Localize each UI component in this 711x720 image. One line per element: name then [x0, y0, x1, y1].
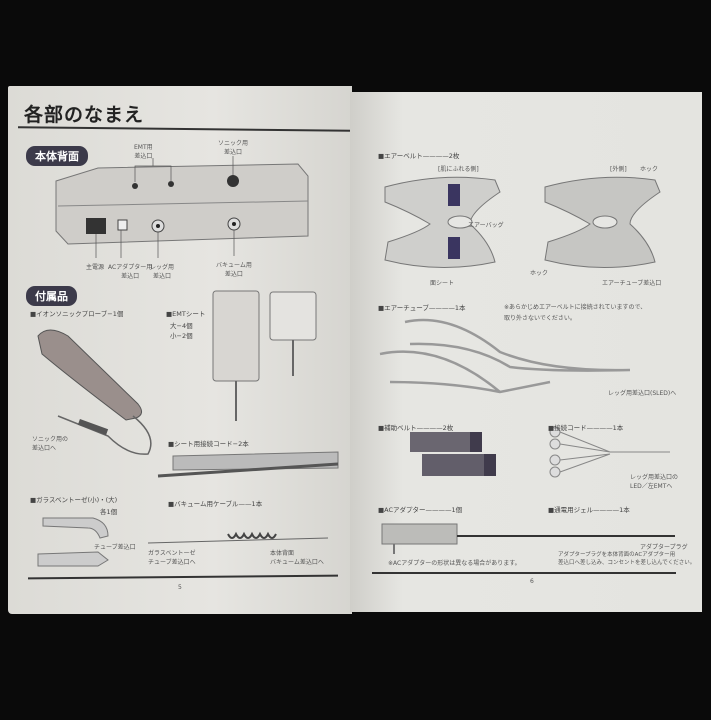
item-vacuum-cable: ■バキューム用ケーブル——1本 — [168, 500, 263, 508]
plug-note: アダプタープラグを本体背面のACアダプター用 差込口へ差し込み、コンセントを差し… — [558, 552, 696, 566]
page-number: 6 — [530, 578, 534, 585]
hook-bottom-label: ホック — [530, 270, 549, 277]
item-aux-belt: ■補助ベルト————2枚 — [378, 424, 454, 432]
gel-sheet-label: 面シート — [430, 280, 455, 287]
left-page: 各部のなまえ 本体背面 EMT用 差込口 ソニック用 差込口 主電源 ACアダプ… — [8, 86, 353, 614]
label-power: 主電源 — [86, 264, 105, 271]
page-title: 各部のなまえ — [24, 104, 145, 126]
vacuum-note-right: 本体背面 バキューム差込口へ — [270, 550, 324, 566]
tube-end-label: レッグ用差込口(SLED)へ — [608, 390, 677, 397]
item-probe: ■イオンソニックプローブ−1個 — [30, 310, 124, 318]
probe-illustration — [37, 290, 339, 567]
air-bag-label: エアーバッグ — [468, 222, 504, 229]
adapter-plug-label: アダプタープラグ — [640, 544, 688, 551]
label-emt-port: EMT用 差込口 — [134, 144, 153, 160]
air-belt-illustration — [379, 176, 675, 554]
item-glass: ■ガラスベントーゼ(小)・(大) — [30, 496, 118, 504]
probe-note: ソニック用の 差込口へ — [32, 436, 69, 452]
section-back-heading: 本体背面 — [26, 146, 88, 166]
skin-side-label: [肌にふれる側] — [438, 166, 479, 173]
section-accessories-heading: 付属品 — [26, 286, 77, 306]
hook-top-label: ホック — [640, 166, 659, 173]
label-vacuum-port: バキューム用 差込口 — [216, 262, 252, 278]
item-ac-adapter: ■ACアダプター————1個 — [378, 506, 463, 514]
footer-rule — [372, 572, 676, 574]
emt-small-count: 小−2個 — [170, 332, 193, 340]
outer-side-label: [外側] — [610, 166, 627, 173]
item-sheet-cord: ■シート用接続コード−2本 — [168, 440, 249, 448]
item-gel: ■通電用ジェル————1本 — [548, 506, 630, 514]
label-leg-port: レッグ用 差込口 — [150, 264, 175, 280]
air-tube-note: ※あらかじめエアーベルトに接続されていますので、 取り外さないでください。 — [504, 304, 647, 322]
item-air-tube: ■エアーチューブ————1本 — [378, 304, 466, 312]
adapter-note: ※ACアダプターの形状は異なる場合があります。 — [388, 560, 521, 567]
label-ac-port: ACアダプター用 差込口 — [108, 264, 153, 280]
item-connect-cord: ■接続コード————1本 — [548, 424, 624, 432]
emt-large-count: 大−4個 — [170, 322, 193, 330]
vacuum-note-left: ガラスベントーゼ チューブ差込口へ — [148, 550, 196, 566]
tube-port-label: エアーチューブ差込口 — [602, 280, 662, 287]
cord-note: レッグ用差込口の LED／左EMTへ — [630, 474, 679, 490]
label-sonic-port: ソニック用 差込口 — [218, 140, 249, 156]
item-air-belt: ■エアーベルト————2枚 — [378, 152, 460, 160]
glass-count: 各1個 — [100, 508, 118, 516]
glass-note: チューブ差込口 — [94, 544, 136, 551]
item-emt-sheet: ■EMTシート — [166, 310, 206, 318]
device-back-illustration — [55, 156, 309, 258]
right-page: ■エアーベルト————2枚 [肌にふれる側] [外側] エアーバッグ 面シート … — [350, 92, 702, 612]
page-number: 5 — [178, 584, 182, 591]
